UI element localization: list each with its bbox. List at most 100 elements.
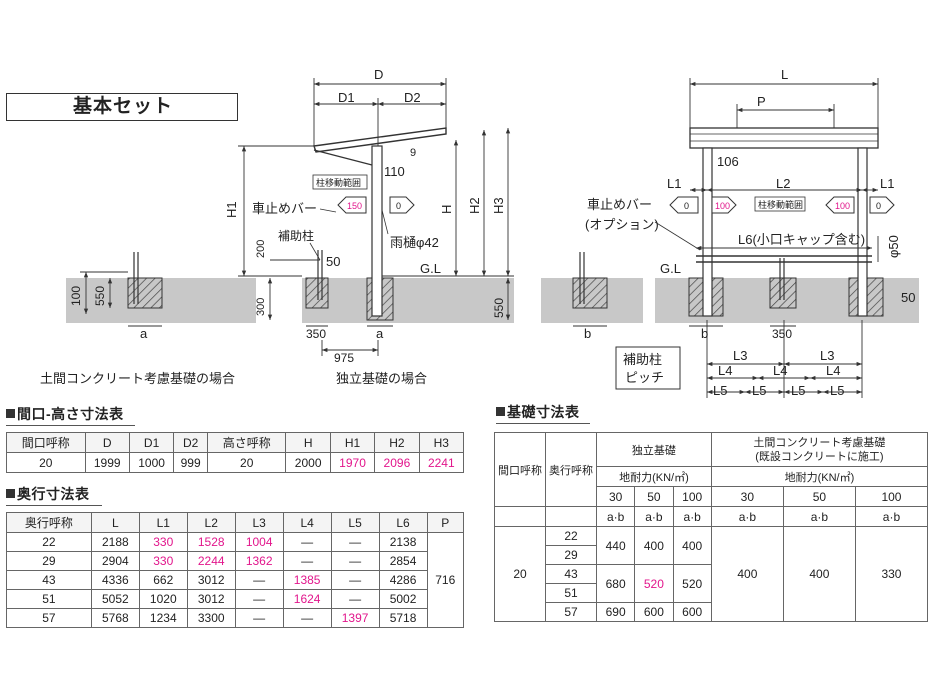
- t2-cell: 1624: [282, 589, 332, 609]
- dim-H3: H3: [491, 197, 506, 214]
- label-gutter: 雨樋φ42: [390, 235, 439, 250]
- dim-L1b: L1: [880, 176, 894, 191]
- t1-c8: 2241: [418, 452, 465, 473]
- dim-H: H: [439, 205, 454, 214]
- dim-L3a: L3: [733, 348, 747, 363]
- label-gl2: G.L: [660, 261, 681, 276]
- t3-cell: 330: [854, 526, 929, 622]
- t3-cell: 400: [672, 526, 712, 565]
- t2-cell: —: [330, 570, 380, 590]
- t2-cell: —: [234, 589, 284, 609]
- t3-h-bearing2: 地耐力(KN/㎡): [710, 466, 929, 487]
- t2-cell: 43: [6, 570, 92, 590]
- t2-cell: 5052: [90, 589, 140, 609]
- square-icon: [496, 407, 505, 416]
- t2-h6: L5: [330, 512, 380, 533]
- t3-bv: 50: [782, 486, 856, 507]
- square-icon: [6, 409, 15, 418]
- t2-cell: 2854: [378, 551, 428, 571]
- t2-h8: P: [426, 512, 465, 533]
- dim-phi50: φ50: [886, 235, 901, 258]
- t1-h3: D2: [173, 432, 208, 453]
- t3-okuyuki: 51: [545, 583, 597, 603]
- t3-ab: a·b: [710, 506, 784, 527]
- t2-cell: 51: [6, 589, 92, 609]
- dim-L: L: [781, 67, 788, 82]
- t2-p-value: 716: [426, 532, 465, 628]
- t3-okuyuki: 29: [545, 545, 597, 565]
- t1-c3: 999: [173, 452, 208, 473]
- dim-550l: 550: [93, 286, 107, 306]
- table-row: 51: [495, 583, 928, 603]
- t3-h-maguchi: 間口呼称: [494, 432, 546, 507]
- t3-cell: 600: [672, 602, 712, 622]
- t3-cell: 520: [634, 564, 674, 603]
- t2-cell: 2138: [378, 532, 428, 552]
- dim-200: 200: [255, 240, 267, 258]
- t3-bv: 100: [672, 486, 712, 507]
- t3-empty: [494, 506, 546, 527]
- t2-cell: 330: [138, 532, 188, 552]
- t3-bv: 30: [710, 486, 784, 507]
- dim-b2: b: [701, 326, 708, 341]
- t2-cell: 22: [6, 532, 92, 552]
- t3-okuyuki: 57: [545, 602, 597, 622]
- dim-L5d: L5: [830, 383, 844, 398]
- t1-c0: 20: [6, 452, 86, 473]
- t3-empty: [545, 506, 597, 527]
- t2-cell: 3300: [186, 608, 236, 628]
- arrow-0c: 0: [876, 201, 881, 211]
- label-pitch1: 補助柱: [623, 352, 662, 367]
- t2-cell: 1528: [186, 532, 236, 552]
- foundation-table: 間口呼称 奥行呼称 独立基礎 土間コンクリート考慮基礎(既設コンクリートに施工)…: [494, 432, 929, 622]
- t2-cell: 1234: [138, 608, 188, 628]
- dim-9: 9: [410, 147, 416, 159]
- t2-cell: —: [330, 532, 380, 552]
- t3-ab: a·b: [634, 506, 674, 527]
- t2-cell: 1397: [330, 608, 380, 628]
- t2-cell: 4336: [90, 570, 140, 590]
- dim-L4a: L4: [718, 363, 732, 378]
- t1-h7: H2: [374, 432, 420, 453]
- caption-concrete: 土間コンクリート考慮基礎の場合: [40, 371, 235, 386]
- arrow-0: 0: [396, 201, 401, 211]
- t1-h2: D1: [128, 432, 175, 453]
- t2-h4: L3: [234, 512, 284, 533]
- movement-arrows: [337, 196, 895, 214]
- t2-cell: 5768: [90, 608, 140, 628]
- range-box-1: [312, 174, 368, 190]
- t3-cell: 440: [595, 526, 636, 565]
- label-option: (オプション): [585, 217, 659, 232]
- t1-c1: 1999: [84, 452, 130, 473]
- table-row: 43 4336 662 3012 — 1385 — 4286: [6, 570, 464, 590]
- t3-bv: 50: [634, 486, 674, 507]
- t1-h4: 高さ呼称: [206, 432, 287, 453]
- t1-h6: H1: [329, 432, 376, 453]
- dim-L2: L2: [776, 176, 790, 191]
- dim-50b: 50: [901, 290, 915, 305]
- dim-106: 106: [717, 154, 739, 169]
- t3-cell: 600: [634, 602, 674, 622]
- t2-cell: 3012: [186, 589, 236, 609]
- t2-h5: L4: [282, 512, 332, 533]
- label-range2: 柱移動範囲: [758, 199, 803, 210]
- label-aux-post: 補助柱: [278, 228, 314, 243]
- t3-ab: a·b: [854, 506, 929, 527]
- t3-h-concrete-1: 土間コンクリート考慮基礎: [753, 436, 886, 449]
- t3-bv: 100: [854, 486, 929, 507]
- t2-cell: —: [282, 551, 332, 571]
- label-wheel-stop2: 車止めバー: [587, 197, 652, 212]
- label-pitch2: ピッチ: [625, 370, 664, 385]
- t2-cell: 1362: [234, 551, 284, 571]
- t1-h0: 間口呼称: [6, 432, 86, 453]
- t3-ab: a·b: [595, 506, 636, 527]
- t1-h8: H3: [418, 432, 465, 453]
- t1-c7: 2096: [374, 452, 420, 473]
- t3-okuyuki: 22: [545, 526, 597, 546]
- t2-cell: 29: [6, 551, 92, 571]
- caption-independent: 独立基礎の場合: [336, 371, 427, 386]
- table2-title: 奥行寸法表: [6, 484, 102, 506]
- page-title: 基本セット: [6, 93, 238, 121]
- table1-title-text: 間口-高さ寸法表: [17, 406, 124, 422]
- t3-cell: 690: [595, 602, 636, 622]
